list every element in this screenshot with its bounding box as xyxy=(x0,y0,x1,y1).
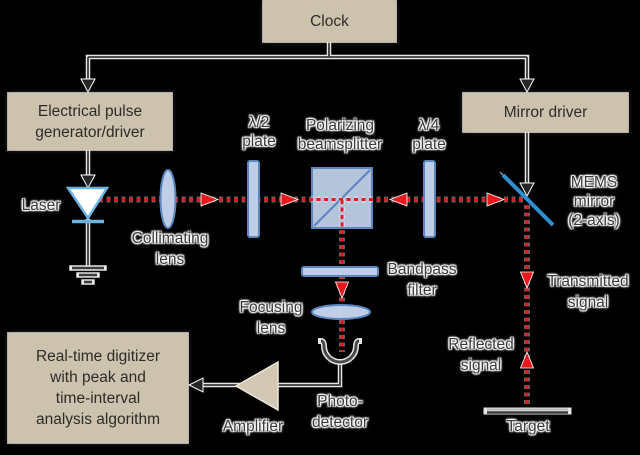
beam-arrow-transmitted-down xyxy=(519,271,535,290)
mems-mirror-label: MEMS mirror (2-axis) xyxy=(568,174,620,229)
collimating-lens xyxy=(159,169,177,229)
target-surface xyxy=(483,407,572,415)
quarter-wave-plate xyxy=(423,160,436,238)
reflected-signal-label: Reflected signal xyxy=(448,336,514,374)
beam-arrow-down-to-filter xyxy=(334,281,350,300)
digitizer-label-line1: Real-time digitizer xyxy=(35,348,161,365)
digitizer-label-line4: analysis algorithm xyxy=(35,411,161,428)
beam-arrow-return-into-beamsplitter xyxy=(388,192,408,207)
laser-diode-symbol xyxy=(65,186,110,224)
beam-arrow-into-mems xyxy=(486,192,506,207)
clock-distribution-wire xyxy=(85,39,530,90)
polarizing-beamsplitter-label: Polarizing beamsplitter xyxy=(297,117,383,153)
half-wave-plate xyxy=(247,160,260,238)
photo-detector-symbol xyxy=(317,337,363,365)
arrow-into-digitizer xyxy=(187,377,204,393)
arrow-into-pulse-generator xyxy=(80,78,96,94)
laser-label: Laser xyxy=(21,197,61,214)
focusing-lens-label: Focusing lens xyxy=(239,299,303,337)
beam-arrow-reflected-up xyxy=(519,350,535,369)
arrow-into-laser xyxy=(80,174,96,190)
mirror-driver-label: Mirror driver xyxy=(503,104,588,121)
amplifier-symbol xyxy=(234,360,279,412)
arrow-into-mirror-driver xyxy=(519,78,535,94)
digitizer-label-line3: time-interval xyxy=(55,390,141,407)
digitizer-box: Real-time digitizer with peak and time-i… xyxy=(8,333,188,443)
beam-arrow-into-beamsplitter xyxy=(280,192,300,207)
clock-label: Clock xyxy=(310,12,349,30)
bandpass-filter-label: Bandpass filter xyxy=(387,261,457,299)
focusing-lens xyxy=(311,304,371,320)
amplifier-label: Amplifier xyxy=(222,418,284,435)
target-label: Target xyxy=(506,418,550,435)
collimating-lens-label: Collimating lens xyxy=(131,230,209,268)
bandpass-filter xyxy=(301,266,379,277)
arrow-into-mems-mirror xyxy=(519,182,535,198)
mirror-driver-box: Mirror driver xyxy=(463,93,628,132)
pulse-generator-label-line1: Electrical pulse xyxy=(37,102,143,120)
beam-arrow-after-collimator xyxy=(200,192,220,207)
pulse-generator-label-line2: generator/driver xyxy=(35,123,145,141)
quarter-wave-plate-label: λ/4 plate xyxy=(412,117,446,153)
mems-mirror-symbol xyxy=(499,171,555,227)
pulse-generator-box: Electrical pulse generator/driver xyxy=(8,93,172,150)
half-wave-plate-label: λ/2 plate xyxy=(242,114,276,150)
clock-box: Clock xyxy=(263,0,396,42)
laser-ground-wire xyxy=(69,218,107,285)
transmitted-signal-label: Transmitted signal xyxy=(547,273,629,311)
digitizer-label-line2: with peak and xyxy=(50,369,146,386)
photo-detector-label: Photo- detector xyxy=(311,393,368,431)
